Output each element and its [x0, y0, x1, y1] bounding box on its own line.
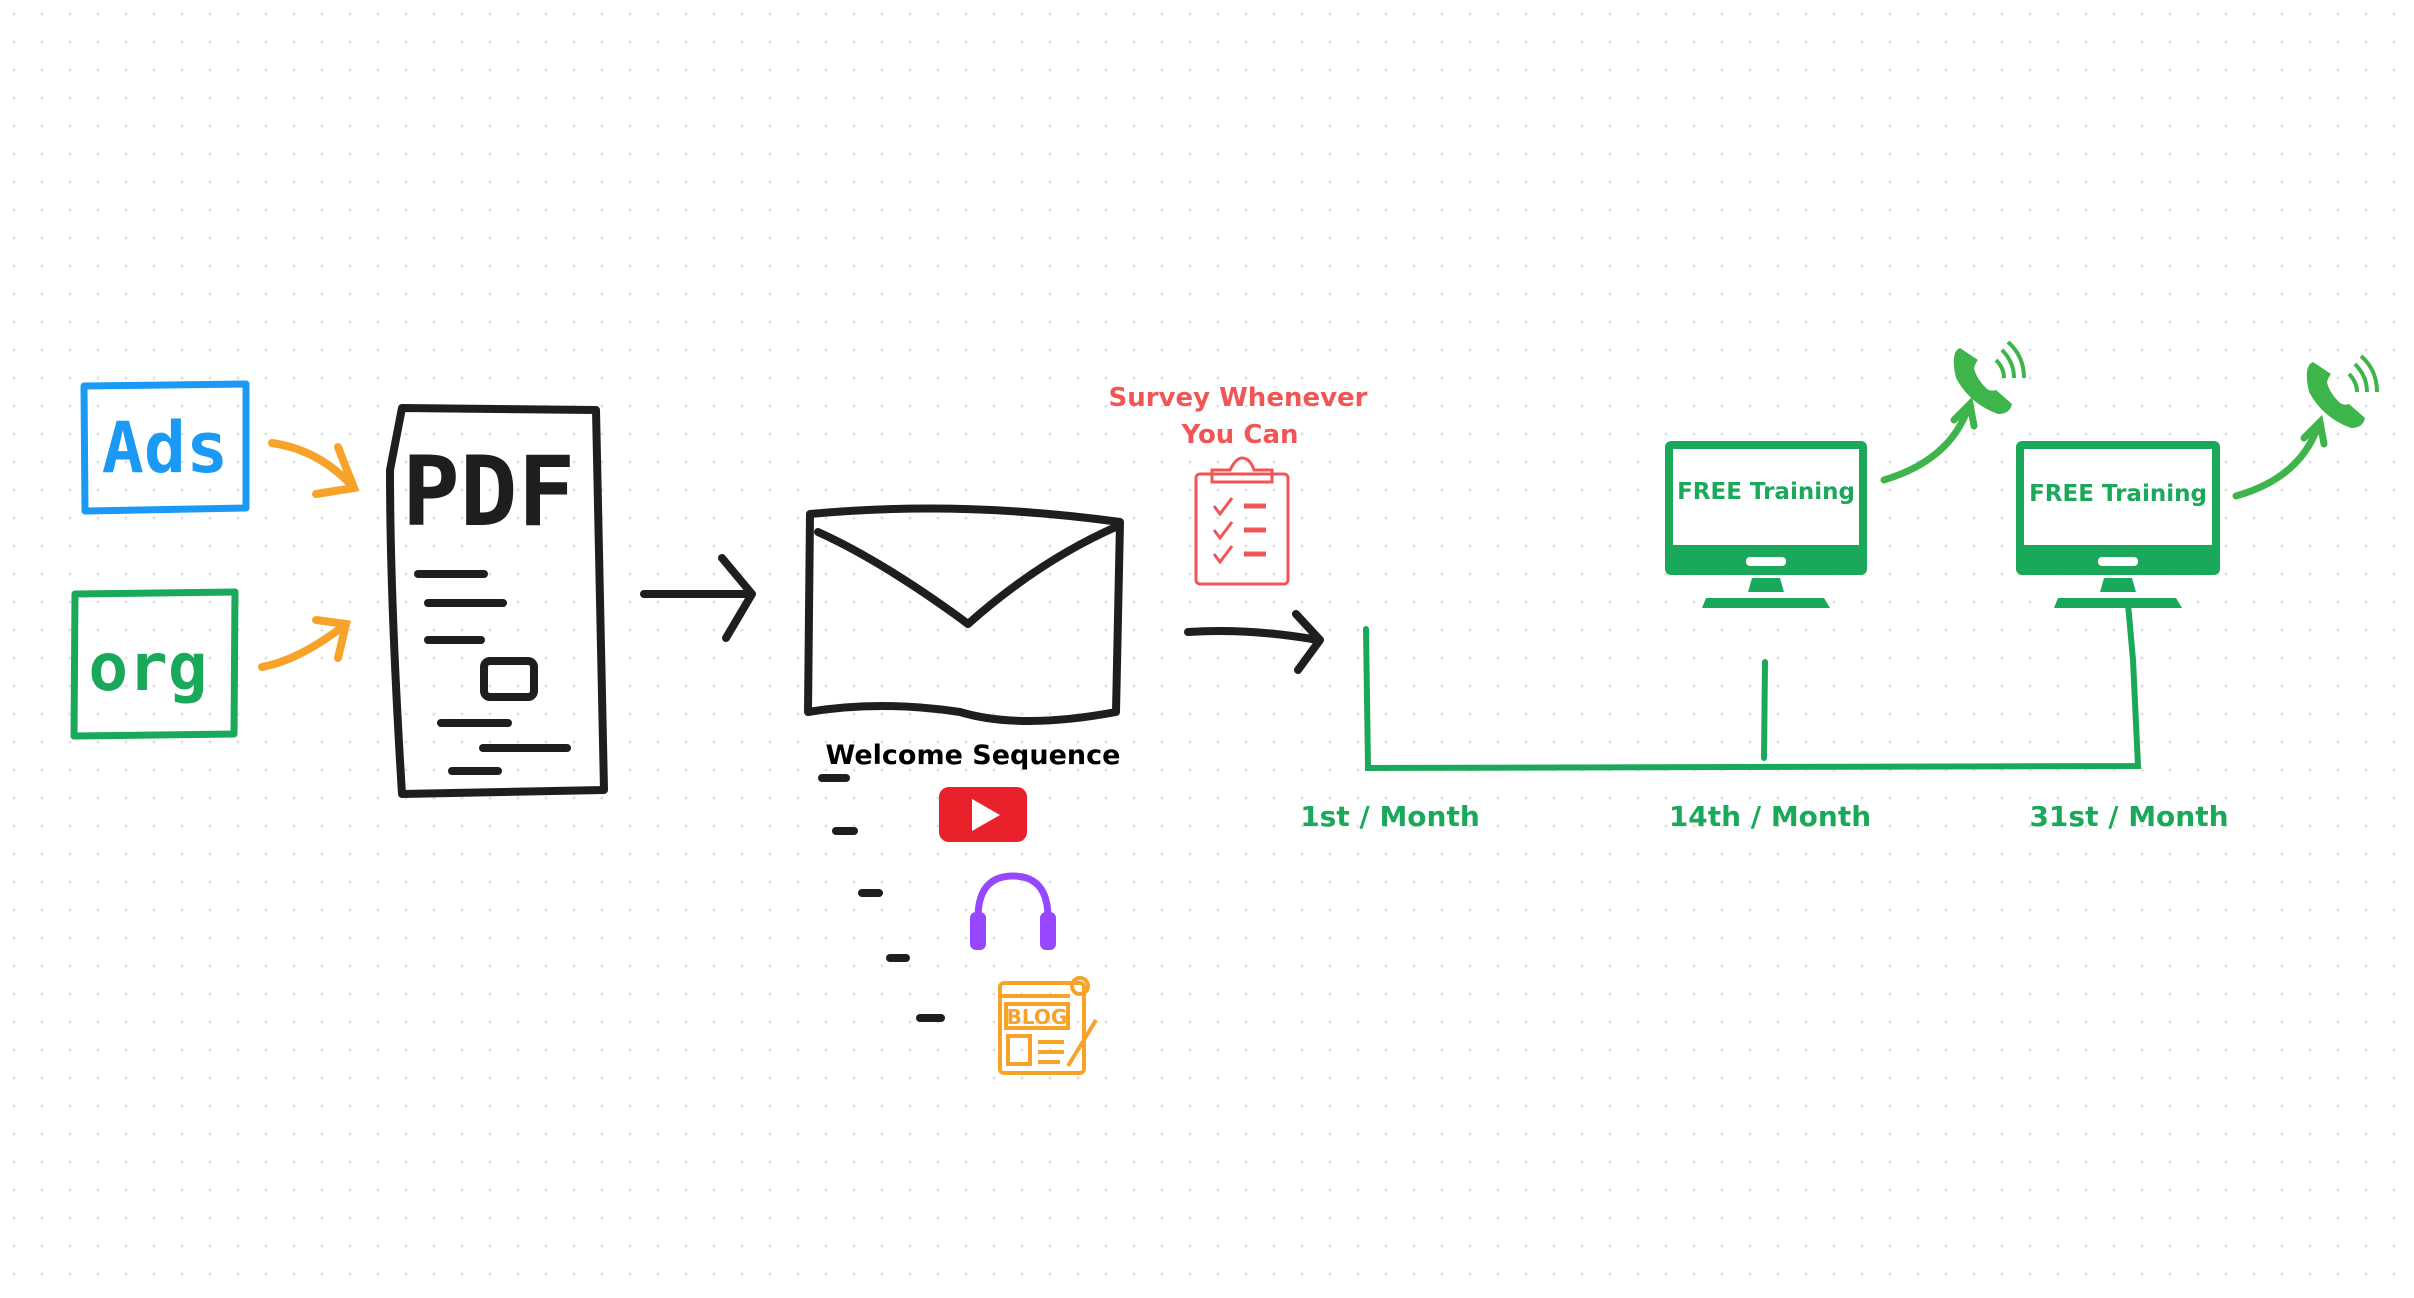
monitor-2-text: FREE Training [2029, 481, 2207, 507]
headphones-icon [970, 872, 1056, 950]
welcome-sequence-label: Welcome Sequence [826, 740, 1121, 771]
email-envelope-icon[interactable]: Welcome Sequence [804, 504, 1124, 771]
phone-icon-2[interactable] [2306, 354, 2379, 428]
org-box[interactable]: org [70, 588, 239, 740]
survey-line-2: You Can [1181, 420, 1299, 450]
timeline: 1st / Month 14th / Month 31st / Month [1300, 601, 2229, 833]
arrow-to-phone-2 [2232, 414, 2328, 500]
arrow-ads-to-pdf [268, 439, 360, 498]
survey-clipboard-icon[interactable] [1194, 456, 1290, 586]
timeline-label-31st: 31st / Month [2029, 800, 2228, 833]
blog-icon-text: BLOG [1007, 1005, 1068, 1029]
ads-box[interactable]: Ads [80, 380, 250, 515]
ads-label: Ads [102, 407, 228, 489]
timeline-label-1st: 1st / Month [1300, 800, 1480, 833]
monitor-1-text: FREE Training [1677, 479, 1855, 505]
blog-icon: BLOG [998, 976, 1098, 1075]
sequence-dashes [818, 774, 945, 1022]
training-monitor-2[interactable]: FREE Training [2016, 441, 2220, 608]
arrow-pdf-to-email [640, 554, 756, 642]
training-monitor-1[interactable]: FREE Training [1665, 441, 1867, 608]
survey-line-1: Survey Whenever [1108, 383, 1367, 413]
arrow-org-to-pdf [258, 616, 351, 671]
pdf-text-lines [414, 570, 571, 775]
org-label: org [88, 629, 207, 706]
youtube-icon [939, 787, 1027, 842]
arrow-to-phone-1 [1880, 396, 1978, 484]
pdf-document[interactable]: PDF [386, 404, 608, 798]
pdf-title: PDF [402, 436, 575, 548]
phone-icon-1[interactable] [1953, 340, 2026, 414]
timeline-label-14th: 14th / Month [1669, 800, 1871, 833]
arrow-email-to-timeline [1184, 610, 1324, 674]
